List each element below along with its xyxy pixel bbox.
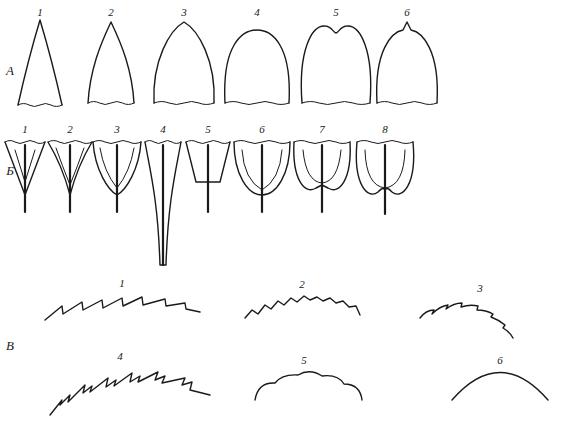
figure-number: 5 xyxy=(205,124,211,135)
midrib xyxy=(162,145,164,265)
midrib xyxy=(116,145,118,212)
vein xyxy=(303,150,341,183)
cut-line xyxy=(377,102,437,105)
cut-line xyxy=(225,102,289,105)
figure-number: 4 xyxy=(254,7,260,18)
cut-line xyxy=(48,141,92,144)
base-outline xyxy=(145,142,181,265)
figure-number: 1 xyxy=(22,124,28,135)
serrate-margin xyxy=(45,297,200,320)
figure-number: 7 xyxy=(319,124,325,135)
figure-number: 6 xyxy=(497,355,503,366)
figure-number: 2 xyxy=(299,279,305,290)
dentate-margin xyxy=(245,296,360,318)
cut-line xyxy=(5,141,45,144)
figure-number: 2 xyxy=(67,124,73,135)
midrib xyxy=(384,145,386,214)
figure-number: 5 xyxy=(333,7,339,18)
figure-number: 3 xyxy=(114,124,120,135)
apex-outline xyxy=(301,26,370,103)
leaf-margin-shapes xyxy=(45,296,548,415)
midrib xyxy=(321,145,323,212)
apex-outline xyxy=(377,22,438,103)
midrib xyxy=(261,145,263,212)
vein xyxy=(242,150,282,190)
figure-number: 2 xyxy=(108,7,114,18)
crenate-serrate-margin xyxy=(420,303,513,338)
cut-line xyxy=(302,102,370,105)
apex-outline xyxy=(88,22,134,103)
vein xyxy=(365,150,405,188)
apex-outline xyxy=(154,22,214,103)
cut-line xyxy=(93,141,141,144)
figure-number: 1 xyxy=(37,7,43,18)
row-letter: Б xyxy=(6,164,14,177)
apex-outline xyxy=(225,30,290,103)
leaf-base-shapes xyxy=(5,141,414,266)
cut-line xyxy=(234,141,290,144)
vein xyxy=(15,150,35,182)
double-serrate-margin xyxy=(50,372,210,415)
cut-line xyxy=(294,141,350,144)
cut-line xyxy=(145,141,181,144)
figure-number: 6 xyxy=(259,124,265,135)
cut-line xyxy=(186,141,230,144)
figure-number: 8 xyxy=(382,124,388,135)
cut-line xyxy=(154,102,214,105)
figure-number: 1 xyxy=(119,278,125,289)
figure-number: 4 xyxy=(160,124,166,135)
figure-number: 6 xyxy=(404,7,410,18)
figure-number: 3 xyxy=(477,283,483,294)
crenate-margin xyxy=(255,372,362,400)
vein xyxy=(100,148,134,188)
figure-number: 3 xyxy=(181,7,187,18)
row-letter: А xyxy=(6,64,14,77)
midrib xyxy=(69,145,71,212)
figure-number: 4 xyxy=(117,351,123,362)
cut-line xyxy=(18,104,62,107)
row-letter: В xyxy=(6,339,14,352)
cut-line xyxy=(88,102,134,105)
cut-line xyxy=(357,141,413,144)
vein xyxy=(56,148,84,185)
midrib xyxy=(207,145,209,212)
leaf-apex-shapes xyxy=(18,20,437,107)
apex-outline xyxy=(18,20,62,105)
figure-number: 5 xyxy=(301,355,307,366)
entire-margin xyxy=(452,373,548,401)
